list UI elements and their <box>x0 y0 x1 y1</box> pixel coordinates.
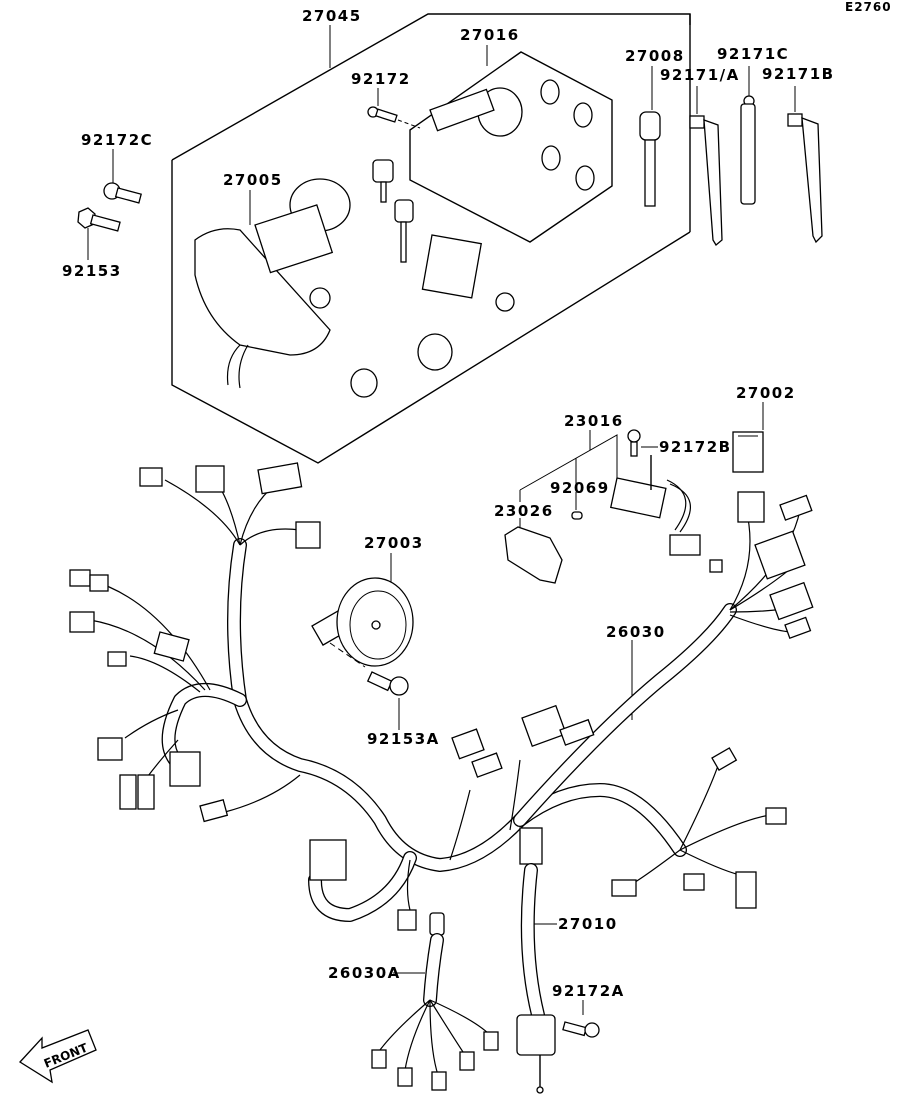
screw-92172 <box>367 106 421 129</box>
callout-23016: 23016 <box>564 412 624 430</box>
main-harness-26030 <box>69 462 814 931</box>
band-92171A <box>689 115 723 246</box>
diagram-code: E2760 <box>845 0 892 14</box>
bolt-92153A <box>366 671 409 696</box>
screw-92172A <box>562 1021 600 1038</box>
callout-27008: 27008 <box>625 47 685 65</box>
socket-23026 <box>504 526 563 584</box>
callout-23026: 23026 <box>494 502 554 520</box>
callout-92153A: 92153A <box>367 730 440 748</box>
callout-27005: 27005 <box>223 171 283 189</box>
callout-92172: 92172 <box>351 70 411 88</box>
bracket-23016 <box>609 429 691 533</box>
sub-harness-26030A <box>371 912 499 1091</box>
bolt-92153 <box>77 207 121 232</box>
callout-27003: 27003 <box>364 534 424 552</box>
front-arrow-icon: FRONT <box>18 1029 97 1084</box>
callout-27045: 27045 <box>302 7 362 25</box>
callout-92153: 92153 <box>62 262 122 280</box>
relay-27002 <box>732 431 764 473</box>
callout-92069: 92069 <box>550 479 610 497</box>
callout-92172B: 92172B <box>659 438 732 456</box>
callout-92171B: 92171B <box>762 65 835 83</box>
ignition-switch-27005 <box>194 159 515 398</box>
band-92171C <box>740 95 756 205</box>
callout-26030A: 26030A <box>328 964 401 982</box>
key-cylinder-27016 <box>429 79 595 191</box>
callout-27010: 27010 <box>558 915 618 933</box>
bulb-92069 <box>571 511 583 520</box>
callout-92171C: 92171C <box>717 45 790 63</box>
horn-27003 <box>311 577 414 668</box>
callout-92171A: 92171/A <box>660 66 740 84</box>
bolt-92172C <box>103 182 142 204</box>
kit-outline-27016 <box>409 51 613 243</box>
key-blank-27008 <box>639 111 661 207</box>
band-92171B <box>787 113 823 244</box>
callout-92172A: 92172A <box>552 982 625 1000</box>
callout-92172C: 92172C <box>81 131 154 149</box>
callout-26030: 26030 <box>606 623 666 641</box>
sub-harness-27010 <box>516 827 556 1094</box>
callout-27016: 27016 <box>460 26 520 44</box>
callout-27002: 27002 <box>736 384 796 402</box>
